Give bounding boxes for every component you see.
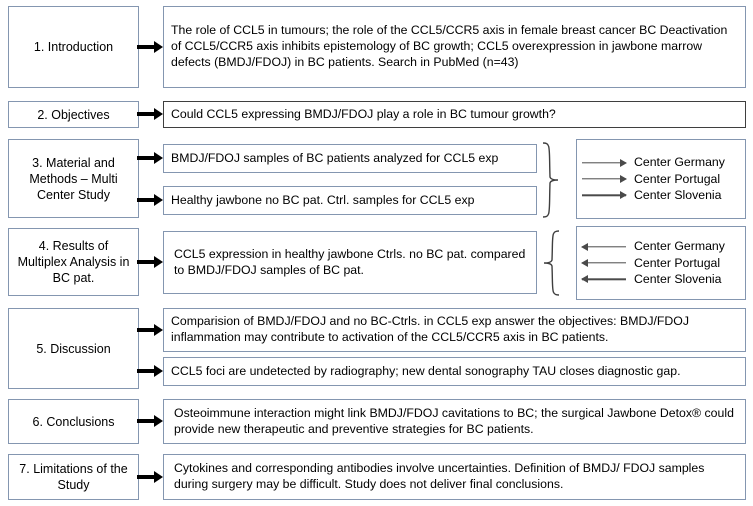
- arrow-shaft: [137, 328, 155, 332]
- arrow-head: [154, 194, 163, 206]
- arrow-shaft: [137, 260, 155, 264]
- content-box-limitations[interactable]: Cytokines and corresponding antibodies i…: [163, 454, 746, 500]
- arrow-head: [154, 41, 163, 53]
- center-panel-methods[interactable]: Center Germany Center Portugal Center Sl…: [576, 139, 746, 219]
- center-row-slovenia: Center Slovenia: [581, 271, 739, 287]
- arrow-shaft: [137, 156, 155, 160]
- arrow-shaft: [137, 419, 155, 423]
- content-text-results: CCL5 expression in healthy jawbone Ctrls…: [174, 246, 526, 277]
- arrow-shaft: [137, 369, 155, 373]
- stage-label-limitations: 7. Limitations of the Study: [19, 462, 128, 492]
- stage-box-limitations[interactable]: 7. Limitations of the Study: [8, 454, 139, 500]
- stage-label-objectives: 2. Objectives: [37, 107, 110, 122]
- center-row-portugal: Center Portugal: [581, 255, 739, 271]
- content-box-methods-controls[interactable]: Healthy jawbone no BC pat. Ctrl. samples…: [163, 186, 537, 215]
- stage-box-conclusions[interactable]: 6. Conclusions: [8, 399, 139, 444]
- arrow-head: [154, 365, 163, 377]
- center-label: Center Portugal: [634, 171, 721, 186]
- content-box-conclusions[interactable]: Osteoimmune interaction might link BMDJ/…: [163, 399, 746, 444]
- arrow-right-icon: [582, 190, 627, 200]
- brace-results: [540, 229, 562, 297]
- stage-label-material-and-methods: 3. Material and Methods – Multi Center S…: [29, 155, 118, 202]
- center-label: Center Portugal: [634, 255, 721, 270]
- brace-methods: [540, 141, 562, 219]
- content-text-methods-controls: Healthy jawbone no BC pat. Ctrl. samples…: [171, 192, 475, 207]
- content-box-objectives[interactable]: Could CCL5 expressing BMDJ/FDOJ play a r…: [163, 101, 746, 128]
- center-row-portugal: Center Portugal: [582, 171, 739, 187]
- stage-box-discussion[interactable]: 5. Discussion: [8, 308, 139, 389]
- arrow-head: [154, 415, 163, 427]
- center-label: Center Slovenia: [634, 188, 722, 203]
- center-label: Center Germany: [634, 239, 725, 254]
- content-text-conclusions: Osteoimmune interaction might link BMDJ/…: [174, 405, 734, 436]
- content-text-discussion-comparison: Comparision of BMDJ/FDOJ and no BC-Ctrls…: [171, 314, 690, 344]
- stage-box-introduction[interactable]: 1. Introduction: [8, 6, 139, 88]
- center-label: Center Germany: [634, 155, 725, 170]
- stage-label-introduction: 1. Introduction: [33, 40, 114, 54]
- content-box-results[interactable]: CCL5 expression in healthy jawbone Ctrls…: [163, 231, 537, 294]
- arrow-left-icon: [581, 274, 626, 284]
- arrow-right-icon: [582, 158, 627, 168]
- arrow-right-icon: [582, 174, 627, 184]
- arrow-shaft: [137, 112, 155, 116]
- arrow-left-icon: [581, 258, 626, 268]
- arrow-left-icon: [581, 242, 626, 252]
- center-panel-results[interactable]: Center Germany Center Portugal Center Sl…: [576, 226, 746, 300]
- arrow-head: [154, 324, 163, 336]
- stage-box-results[interactable]: 4. Results of Multiplex Analysis in BC p…: [8, 228, 139, 296]
- content-text-introduction: The role of CCL5 in tumours; the role of…: [171, 23, 728, 69]
- arrow-shaft: [137, 45, 155, 49]
- content-text-limitations: Cytokines and corresponding antibodies i…: [174, 461, 705, 491]
- center-row-germany: Center Germany: [582, 154, 739, 170]
- arrow-head: [154, 108, 163, 120]
- content-text-objectives: Could CCL5 expressing BMDJ/FDOJ play a r…: [171, 106, 556, 121]
- stage-box-objectives[interactable]: 2. Objectives: [8, 101, 139, 128]
- stage-label-results: 4. Results of Multiplex Analysis in BC p…: [17, 239, 130, 285]
- content-box-discussion-radiography[interactable]: CCL5 foci are undetected by radiography;…: [163, 357, 746, 386]
- center-row-slovenia: Center Slovenia: [582, 187, 739, 203]
- center-label: Center Slovenia: [634, 272, 722, 287]
- arrow-head: [154, 152, 163, 164]
- arrow-shaft: [137, 475, 155, 479]
- arrow-shaft: [137, 198, 155, 202]
- content-box-introduction[interactable]: The role of CCL5 in tumours; the role of…: [163, 6, 746, 88]
- content-text-discussion-radiography: CCL5 foci are undetected by radiography;…: [171, 363, 681, 378]
- center-row-germany: Center Germany: [581, 238, 739, 254]
- content-box-methods-samples[interactable]: BMDJ/FDOJ samples of BC patients analyze…: [163, 144, 537, 173]
- content-box-discussion-comparison[interactable]: Comparision of BMDJ/FDOJ and no BC-Ctrls…: [163, 308, 746, 352]
- arrow-head: [154, 256, 163, 268]
- content-text-methods-samples: BMDJ/FDOJ samples of BC patients analyze…: [171, 150, 499, 165]
- stage-label-discussion: 5. Discussion: [36, 341, 111, 356]
- stage-box-material-and-methods[interactable]: 3. Material and Methods – Multi Center S…: [8, 139, 139, 218]
- arrow-head: [154, 471, 163, 483]
- stage-label-conclusions: 6. Conclusions: [32, 414, 115, 429]
